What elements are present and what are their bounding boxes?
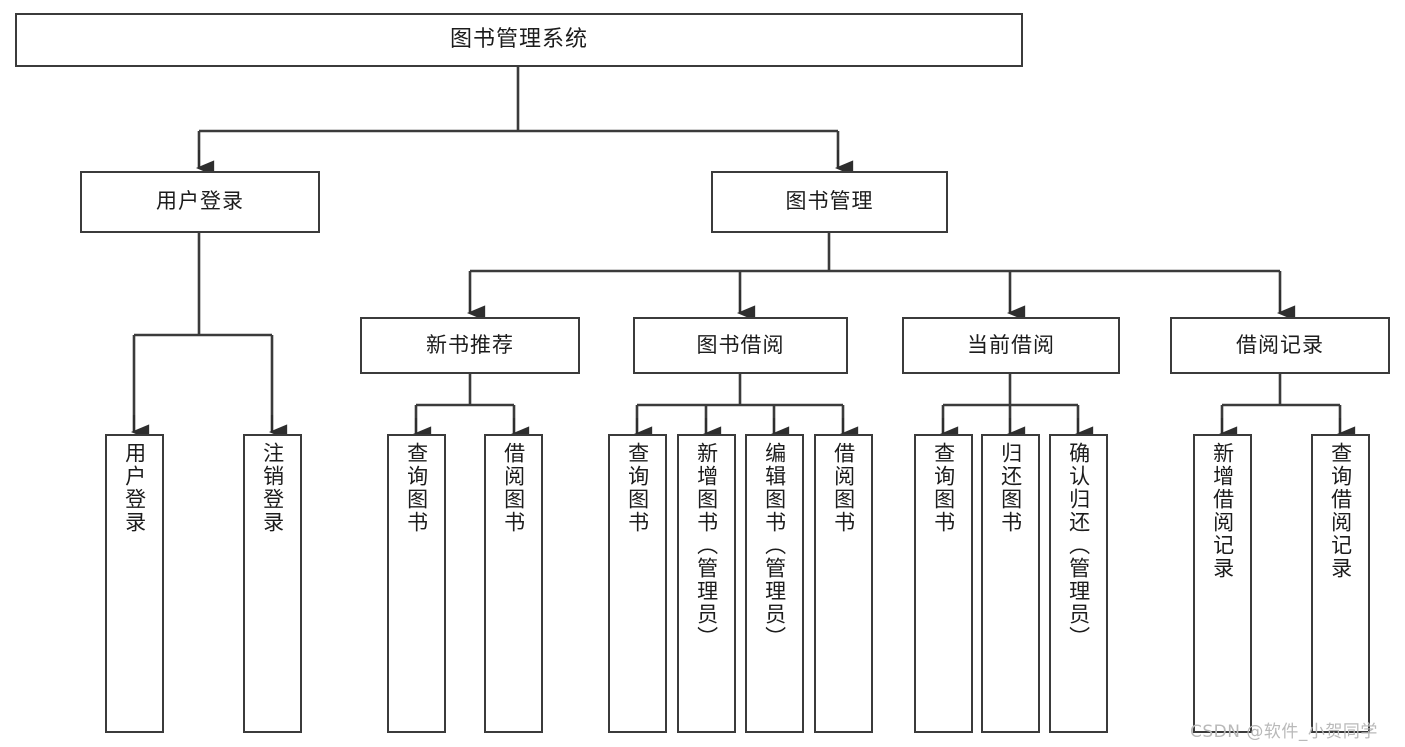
- leaf-book-borrow-borrow[interactable]: 借阅图书: [814, 434, 873, 733]
- leaf-label: 确认归还（管理员）: [1066, 442, 1091, 649]
- leaf-label: 查询图书: [404, 442, 429, 534]
- node-label: 借阅记录: [1236, 332, 1324, 357]
- leaf-current-borrow-query[interactable]: 查询图书: [914, 434, 973, 733]
- leaf-label: 借阅图书: [501, 442, 526, 534]
- node-new-book-recommend[interactable]: 新书推荐: [360, 317, 580, 374]
- node-root-system[interactable]: 图书管理系统: [15, 13, 1023, 67]
- node-label: 用户登录: [156, 189, 244, 214]
- leaf-label: 新增借阅记录: [1210, 442, 1235, 580]
- node-label: 当前借阅: [967, 332, 1055, 357]
- node-label: 图书管理系统: [449, 26, 588, 52]
- node-label: 图书管理: [785, 189, 874, 214]
- node-user-login[interactable]: 用户登录: [80, 171, 320, 233]
- node-book-management[interactable]: 图书管理: [711, 171, 948, 233]
- leaf-label: 查询图书: [931, 442, 956, 534]
- leaf-user-login-login[interactable]: 用户登录: [105, 434, 164, 733]
- leaf-book-borrow-edit[interactable]: 编辑图书（管理员）: [745, 434, 804, 733]
- leaf-current-borrow-confirm-return[interactable]: 确认归还（管理员）: [1049, 434, 1108, 733]
- node-current-borrow[interactable]: 当前借阅: [902, 317, 1120, 374]
- node-borrow-record[interactable]: 借阅记录: [1170, 317, 1390, 374]
- leaf-label: 编辑图书（管理员）: [762, 442, 787, 649]
- node-label: 新书推荐: [426, 332, 514, 357]
- leaf-label: 查询借阅记录: [1328, 442, 1353, 580]
- leaf-label: 借阅图书: [831, 442, 856, 534]
- leaf-borrow-record-query[interactable]: 查询借阅记录: [1311, 434, 1370, 733]
- leaf-label: 注销登录: [260, 442, 285, 534]
- leaf-label: 新增图书（管理员）: [694, 442, 719, 649]
- leaf-book-borrow-query[interactable]: 查询图书: [608, 434, 667, 733]
- node-book-borrow[interactable]: 图书借阅: [633, 317, 848, 374]
- leaf-label: 用户登录: [122, 442, 147, 534]
- csdn-watermark: CSDN @软件_小贺同学: [1190, 722, 1378, 742]
- leaf-label: 查询图书: [625, 442, 650, 534]
- leaf-current-borrow-return[interactable]: 归还图书: [981, 434, 1040, 733]
- leaf-borrow-record-add[interactable]: 新增借阅记录: [1193, 434, 1252, 733]
- leaf-user-login-logout[interactable]: 注销登录: [243, 434, 302, 733]
- leaf-label: 归还图书: [998, 442, 1023, 534]
- leaf-new-book-borrow[interactable]: 借阅图书: [484, 434, 543, 733]
- leaf-book-borrow-add[interactable]: 新增图书（管理员）: [677, 434, 736, 733]
- node-label: 图书借阅: [696, 332, 785, 357]
- leaf-new-book-query[interactable]: 查询图书: [387, 434, 446, 733]
